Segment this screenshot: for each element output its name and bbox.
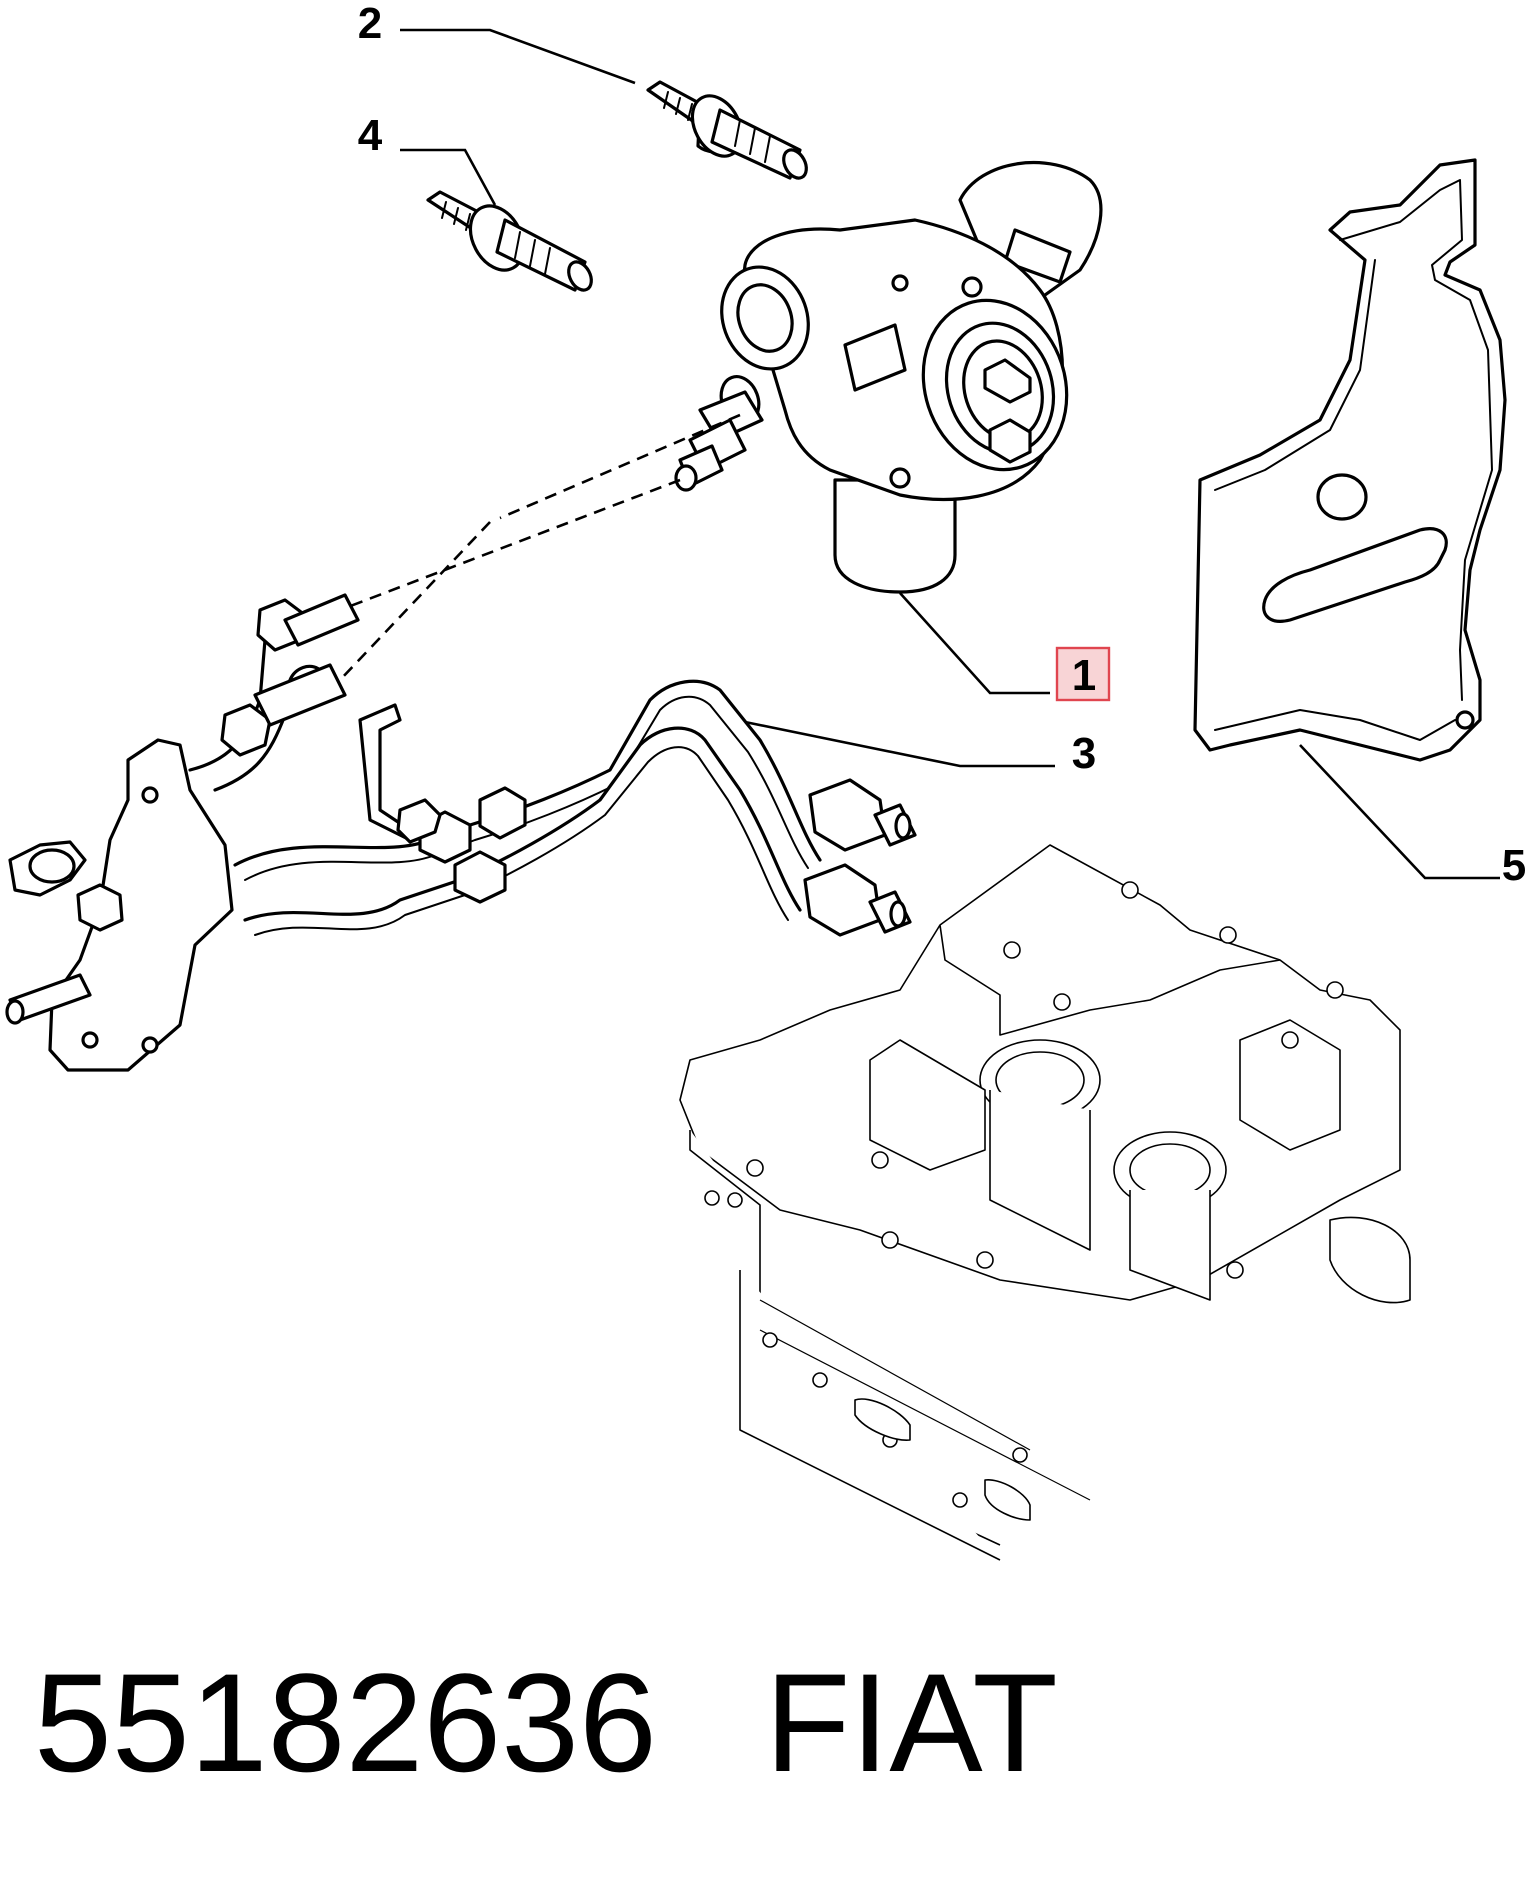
callout-2: 2 — [358, 0, 382, 48]
callout-1-label: 1 — [1072, 651, 1096, 700]
heat-shield-part-5 — [1193, 158, 1507, 762]
callout-4-label: 4 — [358, 111, 383, 160]
fuel-pump-part-1 — [674, 160, 1103, 594]
callout-5-label: 5 — [1502, 841, 1526, 890]
part-number: 55182636 — [34, 1644, 657, 1801]
callout-5: 5 — [1502, 841, 1526, 890]
leader-3 — [744, 720, 1055, 768]
callout-4: 4 — [358, 111, 383, 160]
engine-block-illustration — [679, 844, 1411, 1561]
leader-2 — [400, 28, 636, 85]
leader-lines — [400, 28, 1500, 880]
callout-2-label: 2 — [358, 0, 382, 48]
fuel-pipe-assembly-part-3 — [5, 593, 917, 1072]
stud-bolt-part-2 — [646, 80, 808, 180]
callout-1-highlight — [1055, 646, 1111, 702]
leader-1 — [899, 592, 1050, 695]
brand-name: FIAT — [764, 1644, 1058, 1801]
leader-4 — [400, 148, 497, 206]
leader-5 — [1299, 744, 1500, 880]
callout-3: 3 — [1072, 729, 1096, 778]
assembly-dashed-lines — [339, 413, 741, 681]
callout-3-label: 3 — [1072, 729, 1096, 778]
callout-1[interactable]: 1 — [1055, 646, 1111, 702]
stud-bolt-part-4 — [426, 190, 593, 292]
